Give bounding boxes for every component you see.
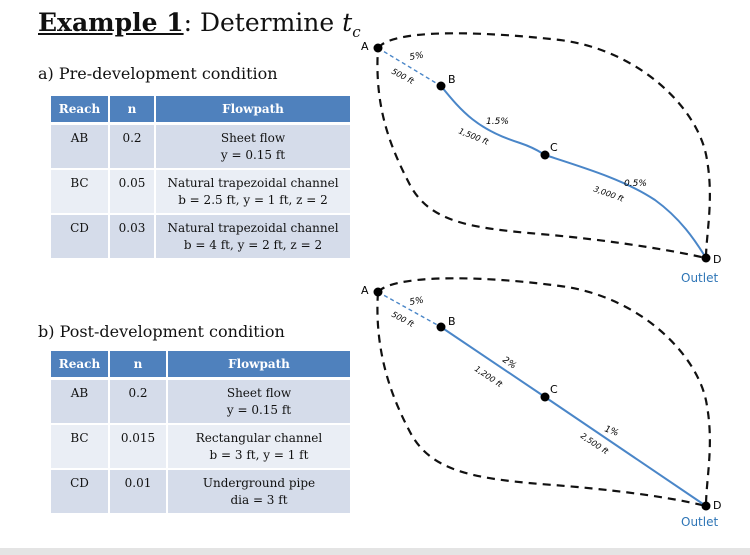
footer-divider bbox=[0, 548, 750, 555]
pre-development-table: Reach n Flowpath AB 0.2 Sheet flow y = 0.… bbox=[51, 96, 350, 260]
table-header-row: Reach n Flowpath bbox=[51, 96, 350, 125]
reach-cell: BC bbox=[51, 169, 110, 215]
flowpath-cell: Natural trapezoidal channel b = 2.5 ft, y… bbox=[155, 169, 350, 215]
watershed-boundary bbox=[376, 277, 711, 508]
flowpath-type: Sheet flow bbox=[226, 386, 292, 400]
cd-slope: 1% bbox=[603, 424, 620, 438]
reach-cell: AB bbox=[51, 123, 110, 170]
label-b: B bbox=[448, 73, 456, 86]
point-d bbox=[701, 253, 711, 263]
flowpath-cell: Sheet flow y = 0.15 ft bbox=[167, 378, 350, 425]
label-d: D bbox=[713, 253, 721, 266]
flowpath-ab bbox=[377, 47, 442, 87]
reach-cell: CD bbox=[51, 469, 110, 515]
point-d bbox=[701, 501, 711, 511]
flowpath-type: Natural trapezoidal channel bbox=[167, 221, 339, 235]
watershed-boundary bbox=[376, 32, 711, 260]
reach-cell: AB bbox=[51, 378, 110, 425]
flowpath-cell: Underground pipe dia = 3 ft bbox=[167, 469, 350, 515]
pre-watershed-diagram: A B C D Outlet 5% 500 ft 1.5% 1,500 ft 0… bbox=[361, 32, 721, 285]
flowpath-cell: Rectangular channel b = 3 ft, y = 1 ft bbox=[167, 424, 350, 470]
label-a: A bbox=[361, 40, 369, 53]
header-flowpath: Flowpath bbox=[155, 96, 350, 125]
flowpath-type: Natural trapezoidal channel bbox=[167, 176, 339, 190]
bc-slope: 1.5% bbox=[486, 117, 509, 127]
table-row: BC 0.015 Rectangular channel b = 3 ft, y … bbox=[51, 424, 350, 470]
flowpath-type: Underground pipe bbox=[202, 476, 316, 490]
title-rest: : Determine bbox=[183, 8, 343, 37]
post-development-table: Reach n Flowpath AB 0.2 Sheet flow y = 0.… bbox=[51, 351, 350, 515]
table-row: CD 0.03 Natural trapezoidal channel b = 4… bbox=[51, 214, 350, 260]
n-cell: 0.2 bbox=[109, 378, 168, 425]
table-row: AB 0.2 Sheet flow y = 0.15 ft bbox=[51, 123, 350, 170]
table-header-row: Reach n Flowpath bbox=[51, 351, 350, 380]
post-watershed-diagram: A B C D Outlet 5% 500 ft 2% 1,200 ft 1% … bbox=[361, 277, 721, 529]
title-subscript: c bbox=[352, 23, 361, 41]
n-cell: 0.05 bbox=[109, 169, 156, 215]
header-n: n bbox=[109, 96, 156, 125]
flowpath-cd bbox=[544, 396, 707, 507]
n-cell: 0.2 bbox=[109, 123, 156, 170]
title-variable: t bbox=[342, 8, 353, 37]
flowpath-cd bbox=[544, 154, 707, 259]
flowpath-cell: Sheet flow y = 0.15 ft bbox=[155, 123, 350, 170]
ab-length: 500 ft bbox=[390, 310, 416, 330]
point-b bbox=[436, 81, 446, 91]
reach-cell: CD bbox=[51, 214, 110, 260]
point-c bbox=[540, 392, 550, 402]
flowpath-bc bbox=[440, 326, 546, 398]
table-row: BC 0.05 Natural trapezoidal channel b = 2… bbox=[51, 169, 350, 215]
n-cell: 0.015 bbox=[109, 424, 168, 470]
cd-length: 3,000 ft bbox=[592, 184, 625, 203]
pre-development-heading: a) Pre-development condition bbox=[38, 64, 278, 83]
label-b: B bbox=[448, 315, 456, 328]
header-reach: Reach bbox=[51, 351, 110, 380]
cd-slope: 0.5% bbox=[624, 179, 647, 189]
page-title: Example 1: Determine tc bbox=[38, 8, 361, 41]
label-c: C bbox=[550, 141, 558, 154]
bc-length: 1,200 ft bbox=[473, 364, 505, 390]
flowpath-type: Sheet flow bbox=[220, 131, 286, 145]
outlet-label: Outlet bbox=[681, 271, 718, 285]
title-example: Example 1 bbox=[38, 8, 184, 37]
flowpath-params: b = 4 ft, y = 2 ft, z = 2 bbox=[183, 238, 323, 252]
label-a: A bbox=[361, 284, 369, 297]
post-development-heading: b) Post-development condition bbox=[38, 322, 285, 341]
flowpath-params: b = 3 ft, y = 1 ft bbox=[209, 448, 309, 462]
reach-cell: BC bbox=[51, 424, 110, 470]
point-b bbox=[436, 322, 446, 332]
header-n: n bbox=[109, 351, 168, 380]
flowpath-bc bbox=[440, 85, 546, 156]
outlet-label: Outlet bbox=[681, 515, 718, 529]
flowpath-params: dia = 3 ft bbox=[230, 493, 288, 507]
bc-length: 1,500 ft bbox=[457, 127, 490, 147]
header-flowpath: Flowpath bbox=[167, 351, 350, 380]
point-c bbox=[540, 150, 550, 160]
flowpath-params: y = 0.15 ft bbox=[226, 403, 292, 417]
header-reach: Reach bbox=[51, 96, 110, 125]
ab-slope: 5% bbox=[409, 296, 425, 308]
point-a bbox=[373, 287, 383, 297]
n-cell: 0.03 bbox=[109, 214, 156, 260]
label-d: D bbox=[713, 499, 721, 512]
label-c: C bbox=[550, 383, 558, 396]
flowpath-type: Rectangular channel bbox=[195, 431, 323, 445]
ab-length: 500 ft bbox=[390, 67, 416, 87]
flowpath-ab bbox=[377, 291, 442, 328]
point-a bbox=[373, 43, 383, 53]
cd-length: 2,500 ft bbox=[579, 431, 611, 457]
n-cell: 0.01 bbox=[109, 469, 168, 515]
flowpath-params: b = 2.5 ft, y = 1 ft, z = 2 bbox=[178, 193, 328, 207]
flowpath-cell: Natural trapezoidal channel b = 4 ft, y =… bbox=[155, 214, 350, 260]
flowpath-params: y = 0.15 ft bbox=[220, 148, 286, 162]
table-row: CD 0.01 Underground pipe dia = 3 ft bbox=[51, 469, 350, 515]
table-row: AB 0.2 Sheet flow y = 0.15 ft bbox=[51, 378, 350, 425]
ab-slope: 5% bbox=[409, 51, 425, 63]
